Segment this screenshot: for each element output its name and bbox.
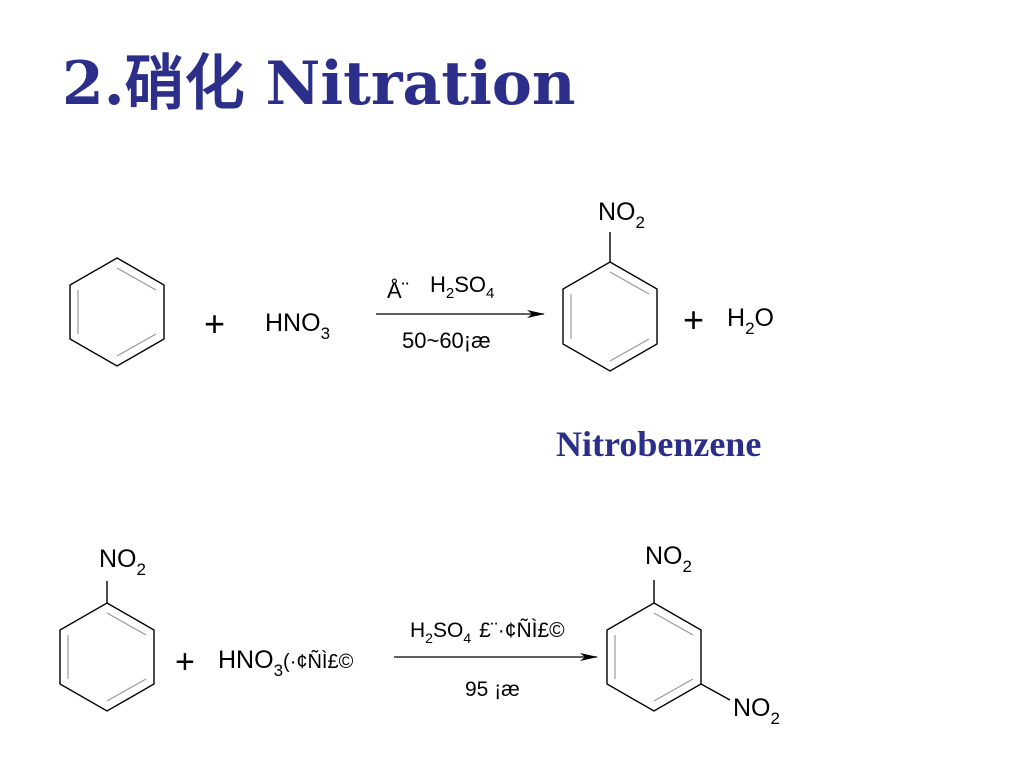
catalyst-prefix: Å¨ (387, 278, 409, 303)
fuming-sulfuric-acid-formula: H2SO4£¨·¢ÑÌ£© (410, 618, 565, 646)
slide-title: 2.硝化 Nitration (62, 49, 576, 119)
product-nitro-top-label: NO2 (645, 542, 692, 576)
reaction-2: NO2 + HNO3(·¢ÑÌ£© H2SO4£¨·¢ÑÌ£© 95 ¡æ NO… (59, 542, 780, 728)
nitrobenzene-label: Nitrobenzene (556, 424, 762, 464)
sulfuric-acid-formula: H2SO4 (430, 272, 494, 302)
reaction-1: + HNO3 Å¨ H2SO4 50~60¡æ NO2 + H2O (69, 198, 774, 372)
plus-sign-2: + (175, 643, 195, 681)
fuming-nitric-acid-formula: HNO3(·¢ÑÌ£© (218, 646, 354, 680)
plus-sign-byproduct: + (683, 299, 704, 340)
nitro-group-label: NO2 (598, 198, 645, 232)
reactant-nitro-label: NO2 (99, 545, 146, 579)
benzene-ring (69, 257, 165, 367)
nitric-acid-formula: HNO3 (265, 309, 330, 343)
product-nitro-meta-label: NO2 (733, 694, 780, 728)
nitrobenzene-ring (562, 232, 658, 372)
water-formula: H2O (727, 304, 774, 338)
dinitrobenzene-ring (606, 580, 731, 712)
temperature-condition: 50~60¡æ (402, 328, 491, 353)
plus-sign: + (204, 303, 225, 344)
nitrobenzene-reactant-ring (59, 581, 155, 712)
temperature-condition-2: 95 ¡æ (465, 678, 520, 701)
